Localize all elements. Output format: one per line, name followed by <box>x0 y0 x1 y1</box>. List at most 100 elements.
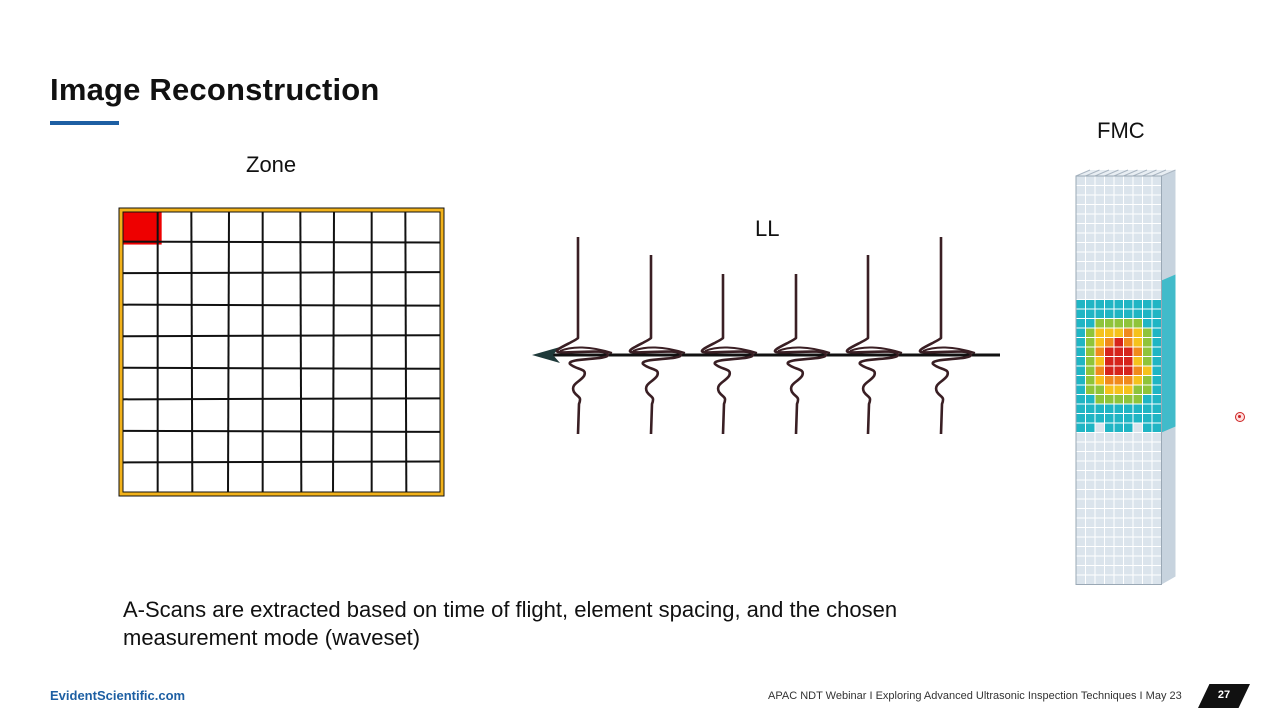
footer-text: APAC NDT Webinar I Exploring Advanced Ul… <box>768 690 1182 702</box>
fmc-heat-cell <box>1095 299 1105 309</box>
fmc-heat-cell <box>1152 309 1162 319</box>
fmc-heat-cell <box>1142 404 1152 414</box>
fmc-heat-cell <box>1085 337 1095 347</box>
zone-grid-line <box>120 429 443 433</box>
fmc-heat-cell <box>1104 337 1114 347</box>
fmc-heat-cell <box>1133 366 1143 376</box>
fmc-heat-cell <box>1076 356 1086 366</box>
zone-grid-line <box>404 209 408 495</box>
zone-border <box>119 208 444 496</box>
slide-title: Image Reconstruction <box>50 72 380 107</box>
fmc-heat-cell <box>1142 328 1152 338</box>
fmc-heat-cell <box>1123 299 1133 309</box>
fmc-heat-cell <box>1142 347 1152 357</box>
ascan-wave-lobe <box>704 346 758 354</box>
fmc-heat-cell <box>1076 337 1086 347</box>
fmc-heat-cell <box>1085 404 1095 414</box>
fmc-heat-cell <box>1142 423 1152 433</box>
fmc-heat-cell <box>1095 385 1105 395</box>
fmc-heat-cell <box>1114 309 1124 319</box>
fmc-heat-cell <box>1114 423 1124 433</box>
fmc-heat-cell <box>1114 385 1124 395</box>
fmc-heat-cell <box>1104 299 1114 309</box>
fmc-heat-cell <box>1076 375 1086 385</box>
fmc-heat-cell <box>1114 347 1124 357</box>
fmc-heat-cell <box>1133 299 1143 309</box>
fmc-heat-cell <box>1085 375 1095 385</box>
fmc-heat-cell <box>1142 309 1152 319</box>
fmc-heat-cell <box>1104 404 1114 414</box>
fmc-heat-cell <box>1085 385 1095 395</box>
fmc-heat-cell <box>1114 413 1124 423</box>
fmc-heat-cell <box>1095 413 1105 423</box>
fmc-heat-cell <box>1114 299 1124 309</box>
ascan-wave <box>773 274 828 435</box>
fmc-heat-cell <box>1123 356 1133 366</box>
fmc-heat-cell <box>1104 394 1114 404</box>
fmc-heat-cell <box>1095 318 1105 328</box>
fmc-heat-cell <box>1085 328 1095 338</box>
fmc-heat-cell <box>1142 366 1152 376</box>
fmc-heat-cell <box>1152 366 1162 376</box>
fmc-heat-cell <box>1152 328 1162 338</box>
fmc-heat-cell <box>1104 347 1114 357</box>
ll-label: LL <box>755 216 780 241</box>
ascan-wave <box>700 274 755 435</box>
fmc-heat-cell <box>1085 299 1095 309</box>
zone-label: Zone <box>246 152 297 177</box>
fmc-heat-cell <box>1142 394 1152 404</box>
slide-caption: A-Scans are extracted based on time of f… <box>123 597 898 650</box>
zone-grid-line <box>120 240 443 244</box>
fmc-heat-cell <box>1076 309 1086 319</box>
fmc-heat-cell <box>1076 328 1086 338</box>
fmc-heat-cell <box>1085 347 1095 357</box>
fmc-heat-cell <box>1076 318 1086 328</box>
zone-grid-line <box>120 460 443 464</box>
zone-highlight-cell <box>122 211 162 245</box>
fmc-heat-cell <box>1076 413 1086 423</box>
fmc-heat-cell <box>1104 309 1114 319</box>
fmc-heat-cell <box>1133 328 1143 338</box>
fmc-heat-cell <box>1114 356 1124 366</box>
zone-grid-line <box>120 397 443 401</box>
fmc-top-grid-line <box>1075 169 1091 177</box>
fmc-heat-cell <box>1085 366 1095 376</box>
fmc-heat-cell <box>1123 385 1133 395</box>
fmc-heat-cell <box>1085 309 1095 319</box>
ascan-wave-lobe <box>922 346 976 354</box>
fmc-heat-cell <box>1076 423 1086 433</box>
fmc-heat-cell <box>1133 356 1143 366</box>
fmc-heat-cell <box>1076 404 1086 414</box>
fmc-heat-cell <box>1152 375 1162 385</box>
fmc-heat-cell <box>1133 394 1143 404</box>
fmc-top-grid-line <box>1151 169 1167 177</box>
fmc-heat-cell <box>1152 413 1162 423</box>
fmc-heat-cell <box>1123 337 1133 347</box>
fmc-heat-cell <box>1142 337 1152 347</box>
fmc-heat-cell <box>1123 366 1133 376</box>
fmc-heat-cell <box>1114 375 1124 385</box>
ascan-wave-lobe <box>777 346 831 354</box>
fmc-heat-cell <box>1114 404 1124 414</box>
ascan-wave <box>555 237 610 435</box>
fmc-heat-cell <box>1095 356 1105 366</box>
fmc-heat-cell <box>1152 394 1162 404</box>
fmc-heat-cell <box>1133 309 1143 319</box>
title-underline <box>50 121 119 125</box>
fmc-volume <box>1075 169 1176 585</box>
footer-brand-link[interactable]: EvidentScientific.com <box>50 688 186 703</box>
fmc-heat-cell <box>1104 423 1114 433</box>
ascan-wave-lobe <box>559 346 613 354</box>
fmc-heat-cell <box>1095 366 1105 376</box>
fmc-heat-cell <box>1076 385 1086 395</box>
fmc-heat-cell <box>1095 394 1105 404</box>
fmc-heat-cell <box>1152 347 1162 357</box>
fmc-heat-cell <box>1152 404 1162 414</box>
ascan-wave <box>845 255 900 435</box>
fmc-heat-cell <box>1104 385 1114 395</box>
fmc-heat-cell <box>1104 366 1114 376</box>
ll-ascans <box>532 237 1000 435</box>
fmc-heat-cell <box>1104 413 1114 423</box>
fmc-heat-cell <box>1142 299 1152 309</box>
